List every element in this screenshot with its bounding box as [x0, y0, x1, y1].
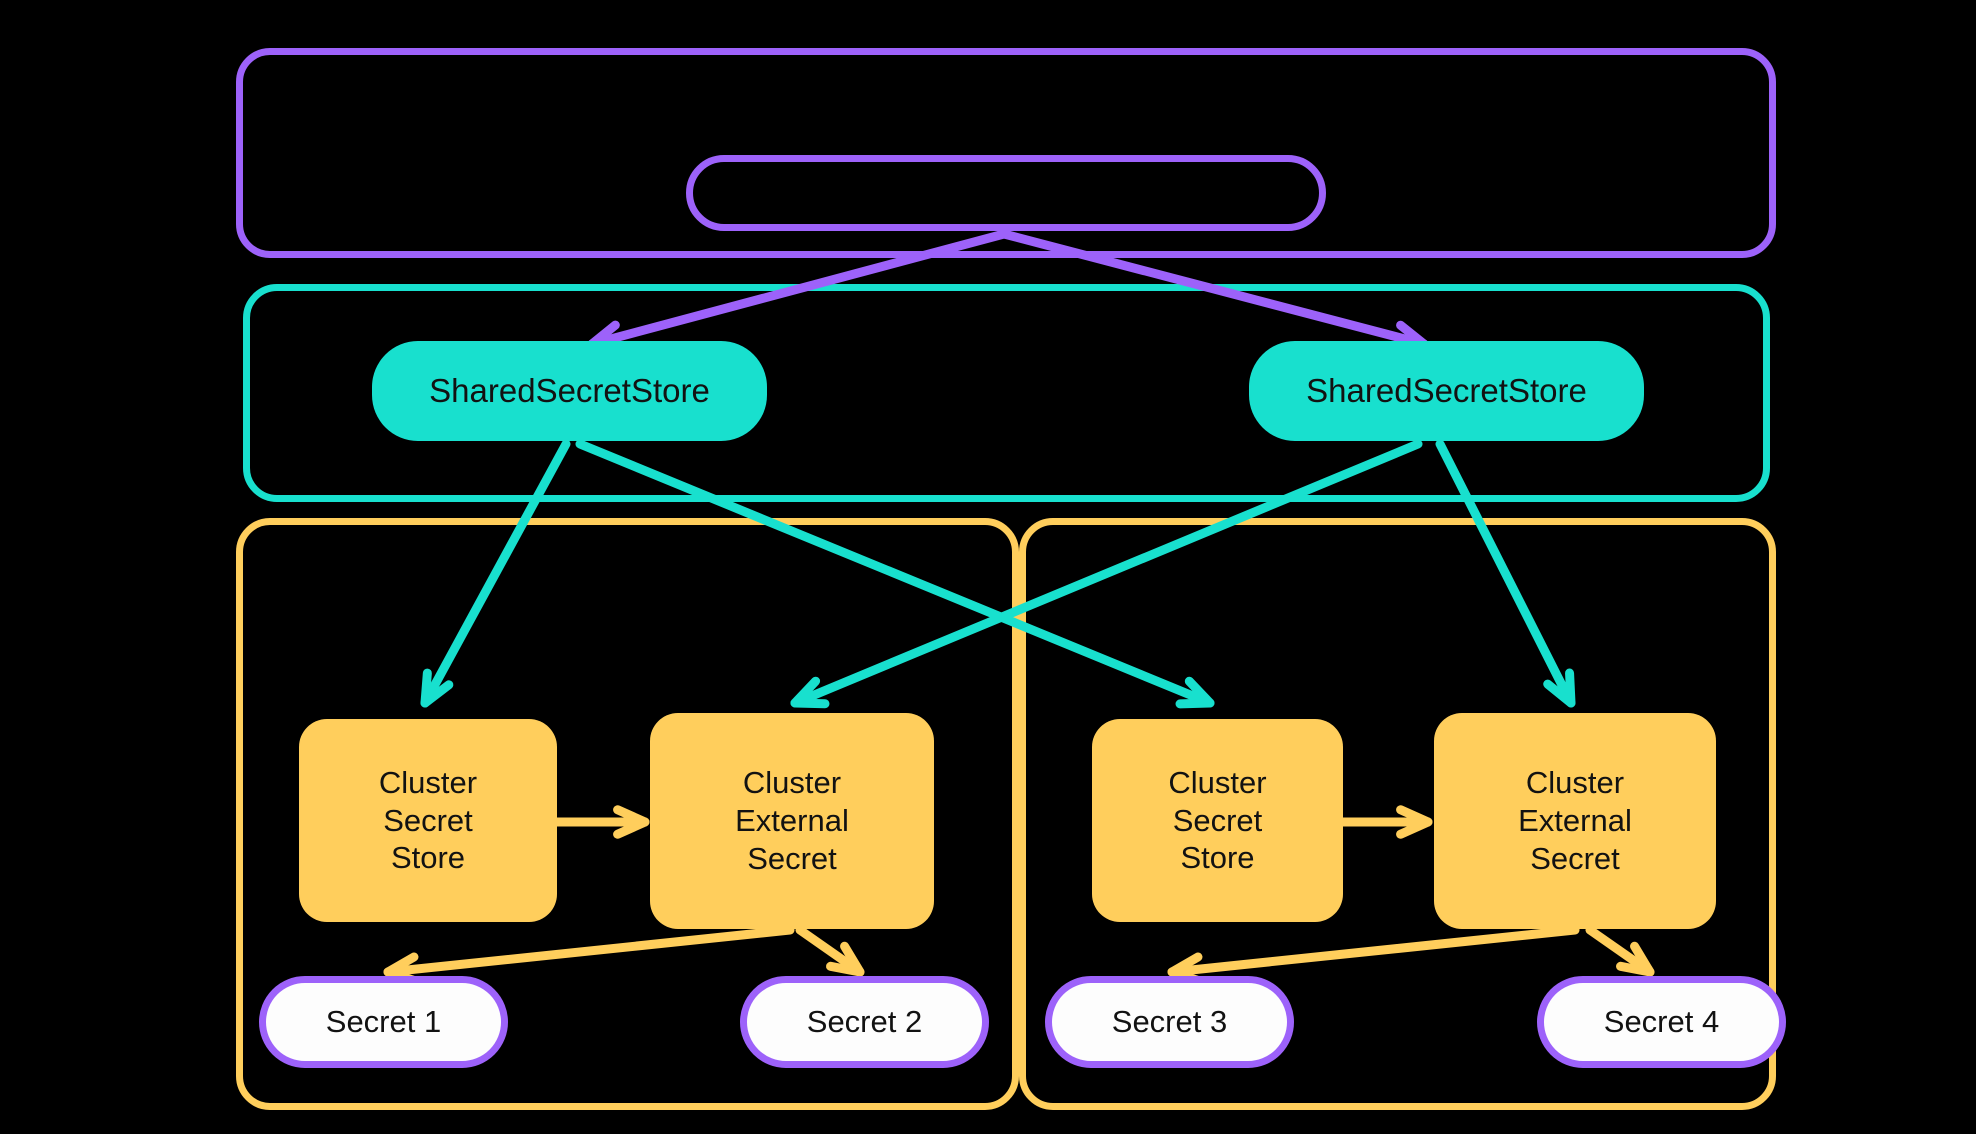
shared-secret-store-right-label: SharedSecretStore [1306, 371, 1587, 409]
secret-3[interactable]: Secret 3 [1045, 976, 1294, 1068]
secret-4[interactable]: Secret 4 [1537, 976, 1786, 1068]
secret-2-label: Secret 2 [806, 1004, 923, 1040]
cluster-secret-store-right-label: Cluster Secret Store [1168, 764, 1267, 876]
secret-1-label: Secret 1 [325, 1004, 442, 1040]
secret-1[interactable]: Secret 1 [259, 976, 508, 1068]
cluster-secret-store-left-label: Cluster Secret Store [378, 764, 478, 876]
secret-3-label: Secret 3 [1111, 1004, 1228, 1040]
cluster-external-secret-left-label: Cluster External Secret [735, 765, 849, 876]
cluster-external-secret-right-label: Cluster External Secret [1518, 765, 1632, 876]
cluster-secret-store-right[interactable]: Cluster Secret Store [1092, 719, 1343, 922]
secret-4-label: Secret 4 [1603, 1004, 1720, 1040]
shared-secret-store-left-label: SharedSecretStore [429, 371, 710, 409]
cluster-external-secret-right[interactable]: Cluster External Secret [1434, 713, 1716, 929]
secret-2[interactable]: Secret 2 [740, 976, 989, 1068]
cluster-secret-store-left[interactable]: Cluster Secret Store [299, 719, 557, 922]
cluster-external-secret-left[interactable]: Cluster External Secret [650, 713, 934, 929]
root-pill[interactable] [686, 155, 1326, 231]
shared-secret-store-left[interactable]: SharedSecretStore [372, 341, 767, 441]
shared-secret-store-right[interactable]: SharedSecretStore [1249, 341, 1644, 441]
